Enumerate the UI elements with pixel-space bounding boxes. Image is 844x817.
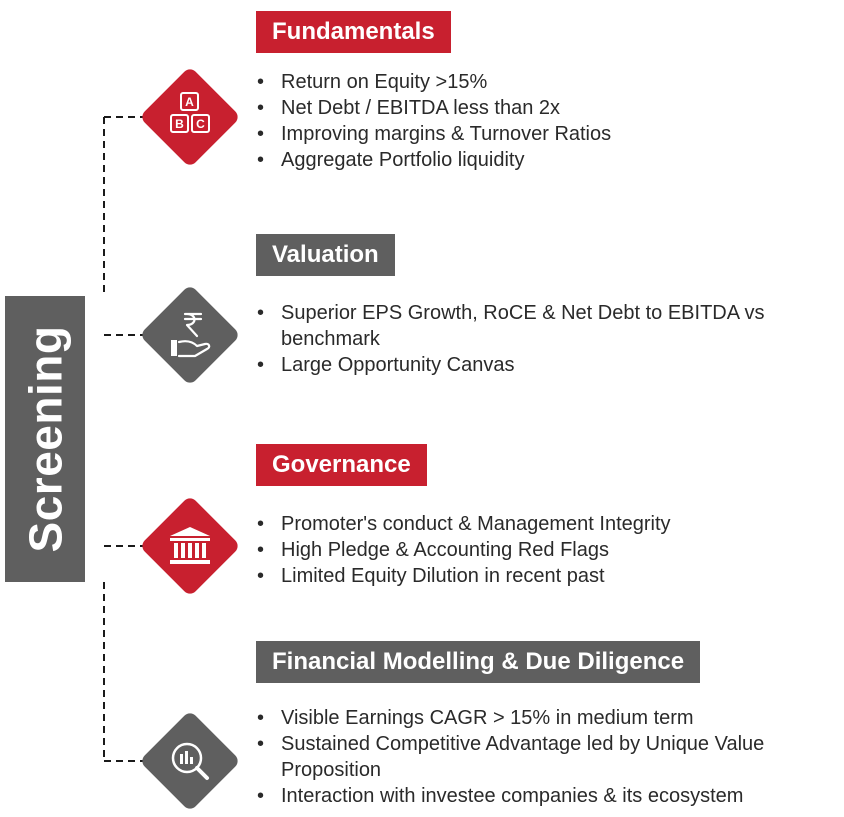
tag-financial-modelling: Financial Modelling & Due Diligence	[256, 641, 701, 683]
list-item: Interaction with investee companies & it…	[255, 783, 840, 809]
list-governance: Promoter's conduct & Management Integrit…	[255, 511, 835, 589]
list-item: Superior EPS Growth, RoCE & Net Debt to …	[255, 300, 835, 352]
svg-text:C: C	[196, 117, 205, 131]
list-item: Return on Equity >15%	[255, 69, 815, 95]
diamond-valuation	[139, 284, 241, 386]
diamond-financial-modelling	[139, 710, 241, 812]
diamond-fundamentals: A B C	[139, 66, 241, 168]
list-financial-modelling: Visible Earnings CAGR > 15% in medium te…	[255, 705, 840, 809]
list-item: Sustained Competitive Advantage led by U…	[255, 731, 840, 783]
list-valuation: Superior EPS Growth, RoCE & Net Debt to …	[255, 300, 835, 378]
list-item: Limited Equity Dilution in recent past	[255, 563, 835, 589]
list-item: Promoter's conduct & Management Integrit…	[255, 511, 835, 537]
svg-text:A: A	[185, 95, 194, 109]
rupee-hand-icon	[171, 312, 211, 358]
list-item: Improving margins & Turnover Ratios	[255, 121, 815, 147]
list-item: Large Opportunity Canvas	[255, 352, 835, 378]
screening-label: Screening	[19, 325, 72, 553]
bank-building-icon	[170, 527, 210, 564]
list-item: Visible Earnings CAGR > 15% in medium te…	[255, 705, 840, 731]
tag-valuation: Valuation	[256, 234, 395, 276]
list-item: High Pledge & Accounting Red Flags	[255, 537, 835, 563]
list-fundamentals: Return on Equity >15% Net Debt / EBITDA …	[255, 69, 815, 173]
list-item: Net Debt / EBITDA less than 2x	[255, 95, 815, 121]
chart-magnifier-icon	[171, 742, 209, 780]
screening-label-box: Screening	[5, 296, 85, 582]
tag-governance: Governance	[256, 444, 427, 486]
diamond-governance	[139, 495, 241, 597]
abc-blocks-icon: A B C	[170, 92, 210, 133]
tag-fundamentals: Fundamentals	[256, 11, 451, 53]
list-item: Aggregate Portfolio liquidity	[255, 147, 815, 173]
svg-text:B: B	[175, 117, 184, 131]
